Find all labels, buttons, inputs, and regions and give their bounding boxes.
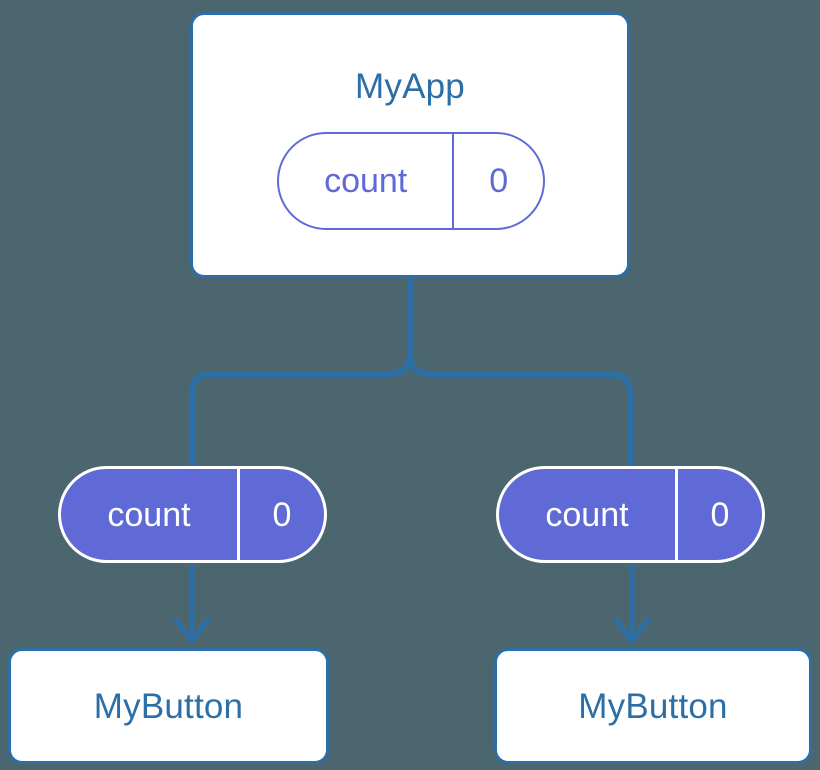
state-pill-myapp-count[interactable]: count 0 (277, 132, 545, 230)
state-key-label: count (545, 495, 629, 534)
component-title-mybutton-left: MyButton (93, 686, 244, 726)
component-card-mybutton-right[interactable]: MyButton (494, 648, 812, 764)
state-value-label: 0 (452, 134, 543, 228)
state-pill-right-count[interactable]: count 0 (496, 466, 765, 563)
component-card-mybutton-left[interactable]: MyButton (8, 648, 329, 764)
component-title-myapp: MyApp (355, 67, 465, 106)
arrowhead-right (613, 617, 651, 644)
state-value-label: 0 (236, 469, 324, 560)
arrowhead-left (173, 617, 211, 644)
connector-branch-to-right-state (407, 351, 633, 466)
state-key-label: count (324, 162, 408, 200)
state-key-label: count (107, 495, 191, 534)
component-title-mybutton-right: MyButton (578, 686, 728, 726)
connector-branch-to-left-state (189, 351, 413, 466)
state-pill-left-count[interactable]: count 0 (58, 466, 327, 563)
state-value-label: 0 (674, 469, 762, 560)
